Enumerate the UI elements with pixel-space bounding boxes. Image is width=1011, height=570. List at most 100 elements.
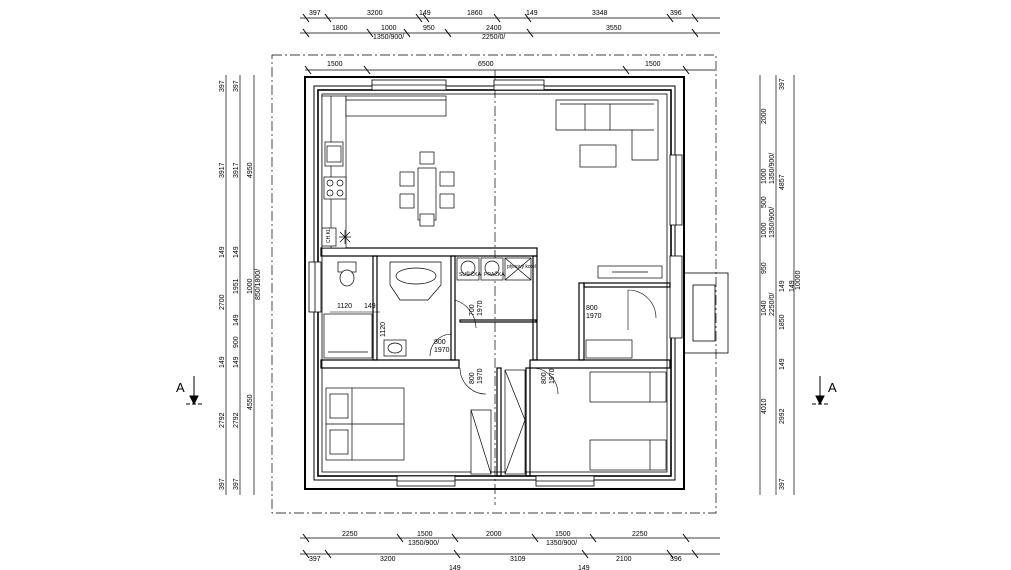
svg-text:149: 149 xyxy=(789,280,796,292)
svg-text:2250: 2250 xyxy=(632,531,648,538)
svg-text:2000: 2000 xyxy=(486,531,502,538)
svg-text:4010: 4010 xyxy=(761,398,768,414)
dim-top-149a: 149 xyxy=(419,10,431,17)
svg-text:149: 149 xyxy=(219,246,226,258)
dim-int-149: 149 xyxy=(364,303,376,310)
door-2-w: 800 xyxy=(434,339,446,346)
door-2-h: 1970 xyxy=(434,347,450,354)
left-dimension-labels: 397 3917 149 2700 149 2792 397 397 3917 … xyxy=(219,80,262,490)
bottom-dimension-labels: 2250 1500 2000 1500 2250 1350/900/ 1350/… xyxy=(309,531,682,570)
right-dimension-chains xyxy=(759,75,795,495)
dim-top-1000: 1000 xyxy=(381,25,397,32)
svg-text:397: 397 xyxy=(233,478,240,490)
section-label-right: A xyxy=(828,380,837,395)
svg-text:1000: 1000 xyxy=(761,222,768,238)
windows xyxy=(308,79,683,487)
wardrobes xyxy=(470,339,633,475)
svg-text:397: 397 xyxy=(233,80,240,92)
boundary-and-axes xyxy=(271,54,717,514)
dim-int-1120-v: 1120 xyxy=(380,322,387,337)
svg-text:1000: 1000 xyxy=(761,168,768,184)
fridge-label: CH.KL xyxy=(326,228,332,243)
svg-text:397: 397 xyxy=(309,556,321,563)
door-4-h: 1970 xyxy=(549,368,556,384)
svg-text:149: 149 xyxy=(219,356,226,368)
dim-top-396: 396 xyxy=(670,10,682,17)
svg-text:3200: 3200 xyxy=(380,556,396,563)
svg-text:2992: 2992 xyxy=(779,408,786,424)
svg-text:149: 149 xyxy=(449,565,461,570)
bottom-dimension-chains xyxy=(300,533,720,559)
svg-text:2000: 2000 xyxy=(761,108,768,124)
dim-top-1500a: 1500 xyxy=(327,61,343,68)
bedroom-left-bed xyxy=(325,387,405,461)
svg-text:950: 950 xyxy=(761,262,768,274)
door-5-h: 1970 xyxy=(586,313,602,320)
dim-top-1500b: 1500 xyxy=(645,61,661,68)
door-1-h: 1970 xyxy=(477,300,484,316)
dim-top-950: 950 xyxy=(423,25,435,32)
svg-text:1350/900/: 1350/900/ xyxy=(769,207,776,238)
svg-text:1350/900/: 1350/900/ xyxy=(769,153,776,184)
sofa xyxy=(555,99,659,168)
door-1-w: 700 xyxy=(469,304,476,316)
svg-text:3109: 3109 xyxy=(510,556,526,563)
svg-text:149: 149 xyxy=(233,314,240,326)
right-dimension-labels: 2000 1000 1350/900/ 500 1000 1350/900/ 9… xyxy=(761,78,802,490)
dim-top-3550: 3550 xyxy=(606,25,622,32)
dining-table xyxy=(399,151,455,227)
svg-text:2792: 2792 xyxy=(219,412,226,428)
svg-text:149: 149 xyxy=(233,356,240,368)
dim-top-3200: 3200 xyxy=(367,10,383,17)
svg-text:149: 149 xyxy=(779,358,786,370)
svg-text:3917: 3917 xyxy=(233,162,240,178)
dim-top-1350-900: 1350/900/ xyxy=(373,34,404,41)
door-labels: 700 1970 800 1970 800 1970 800 1970 800 … xyxy=(434,300,602,384)
svg-text:850/1800/: 850/1800/ xyxy=(255,269,262,300)
door-3-h: 1970 xyxy=(477,368,484,384)
bedroom-right-beds xyxy=(589,371,667,471)
entrance-porch xyxy=(683,272,729,354)
svg-text:397: 397 xyxy=(219,80,226,92)
interior-walls xyxy=(320,247,671,477)
kitchen xyxy=(321,95,447,249)
svg-text:1350/900/: 1350/900/ xyxy=(546,540,577,547)
dryer-label: SUŠIČKA xyxy=(459,271,482,278)
svg-text:397: 397 xyxy=(779,478,786,490)
svg-text:3917: 3917 xyxy=(219,162,226,178)
svg-text:1951: 1951 xyxy=(233,278,240,294)
dim-top-6500: 6500 xyxy=(478,61,494,68)
dim-top-3348: 3348 xyxy=(592,10,608,17)
door-5-w: 800 xyxy=(586,305,598,312)
svg-text:2250/0/: 2250/0/ xyxy=(769,293,776,316)
bathroom xyxy=(323,261,442,359)
section-marker-left xyxy=(186,376,204,406)
svg-text:149: 149 xyxy=(779,280,786,292)
door-swings xyxy=(429,289,657,395)
svg-text:149: 149 xyxy=(233,246,240,258)
svg-text:4550: 4550 xyxy=(247,394,254,410)
svg-text:149: 149 xyxy=(578,565,590,570)
laundry xyxy=(456,257,532,281)
svg-text:900: 900 xyxy=(233,336,240,348)
section-marker-right xyxy=(812,376,830,406)
svg-text:2700: 2700 xyxy=(219,294,226,310)
svg-text:2792: 2792 xyxy=(233,412,240,428)
svg-text:397: 397 xyxy=(779,78,786,90)
door-3-w: 800 xyxy=(469,372,476,384)
tv-unit xyxy=(597,265,663,279)
svg-text:1040: 1040 xyxy=(761,300,768,316)
left-dimension-chains xyxy=(225,75,255,495)
svg-text:396: 396 xyxy=(670,556,682,563)
svg-text:1500: 1500 xyxy=(555,531,571,538)
svg-text:10000: 10000 xyxy=(795,270,802,290)
section-label-left: A xyxy=(176,380,185,395)
svg-text:500: 500 xyxy=(761,196,768,208)
top-dimension-chains xyxy=(300,13,720,75)
door-4-w: 800 xyxy=(541,372,548,384)
svg-text:1350/900/: 1350/900/ xyxy=(408,540,439,547)
dim-top-1800: 1800 xyxy=(332,25,348,32)
dim-top-1860: 1860 xyxy=(467,10,483,17)
dim-top-149b: 149 xyxy=(526,10,538,17)
